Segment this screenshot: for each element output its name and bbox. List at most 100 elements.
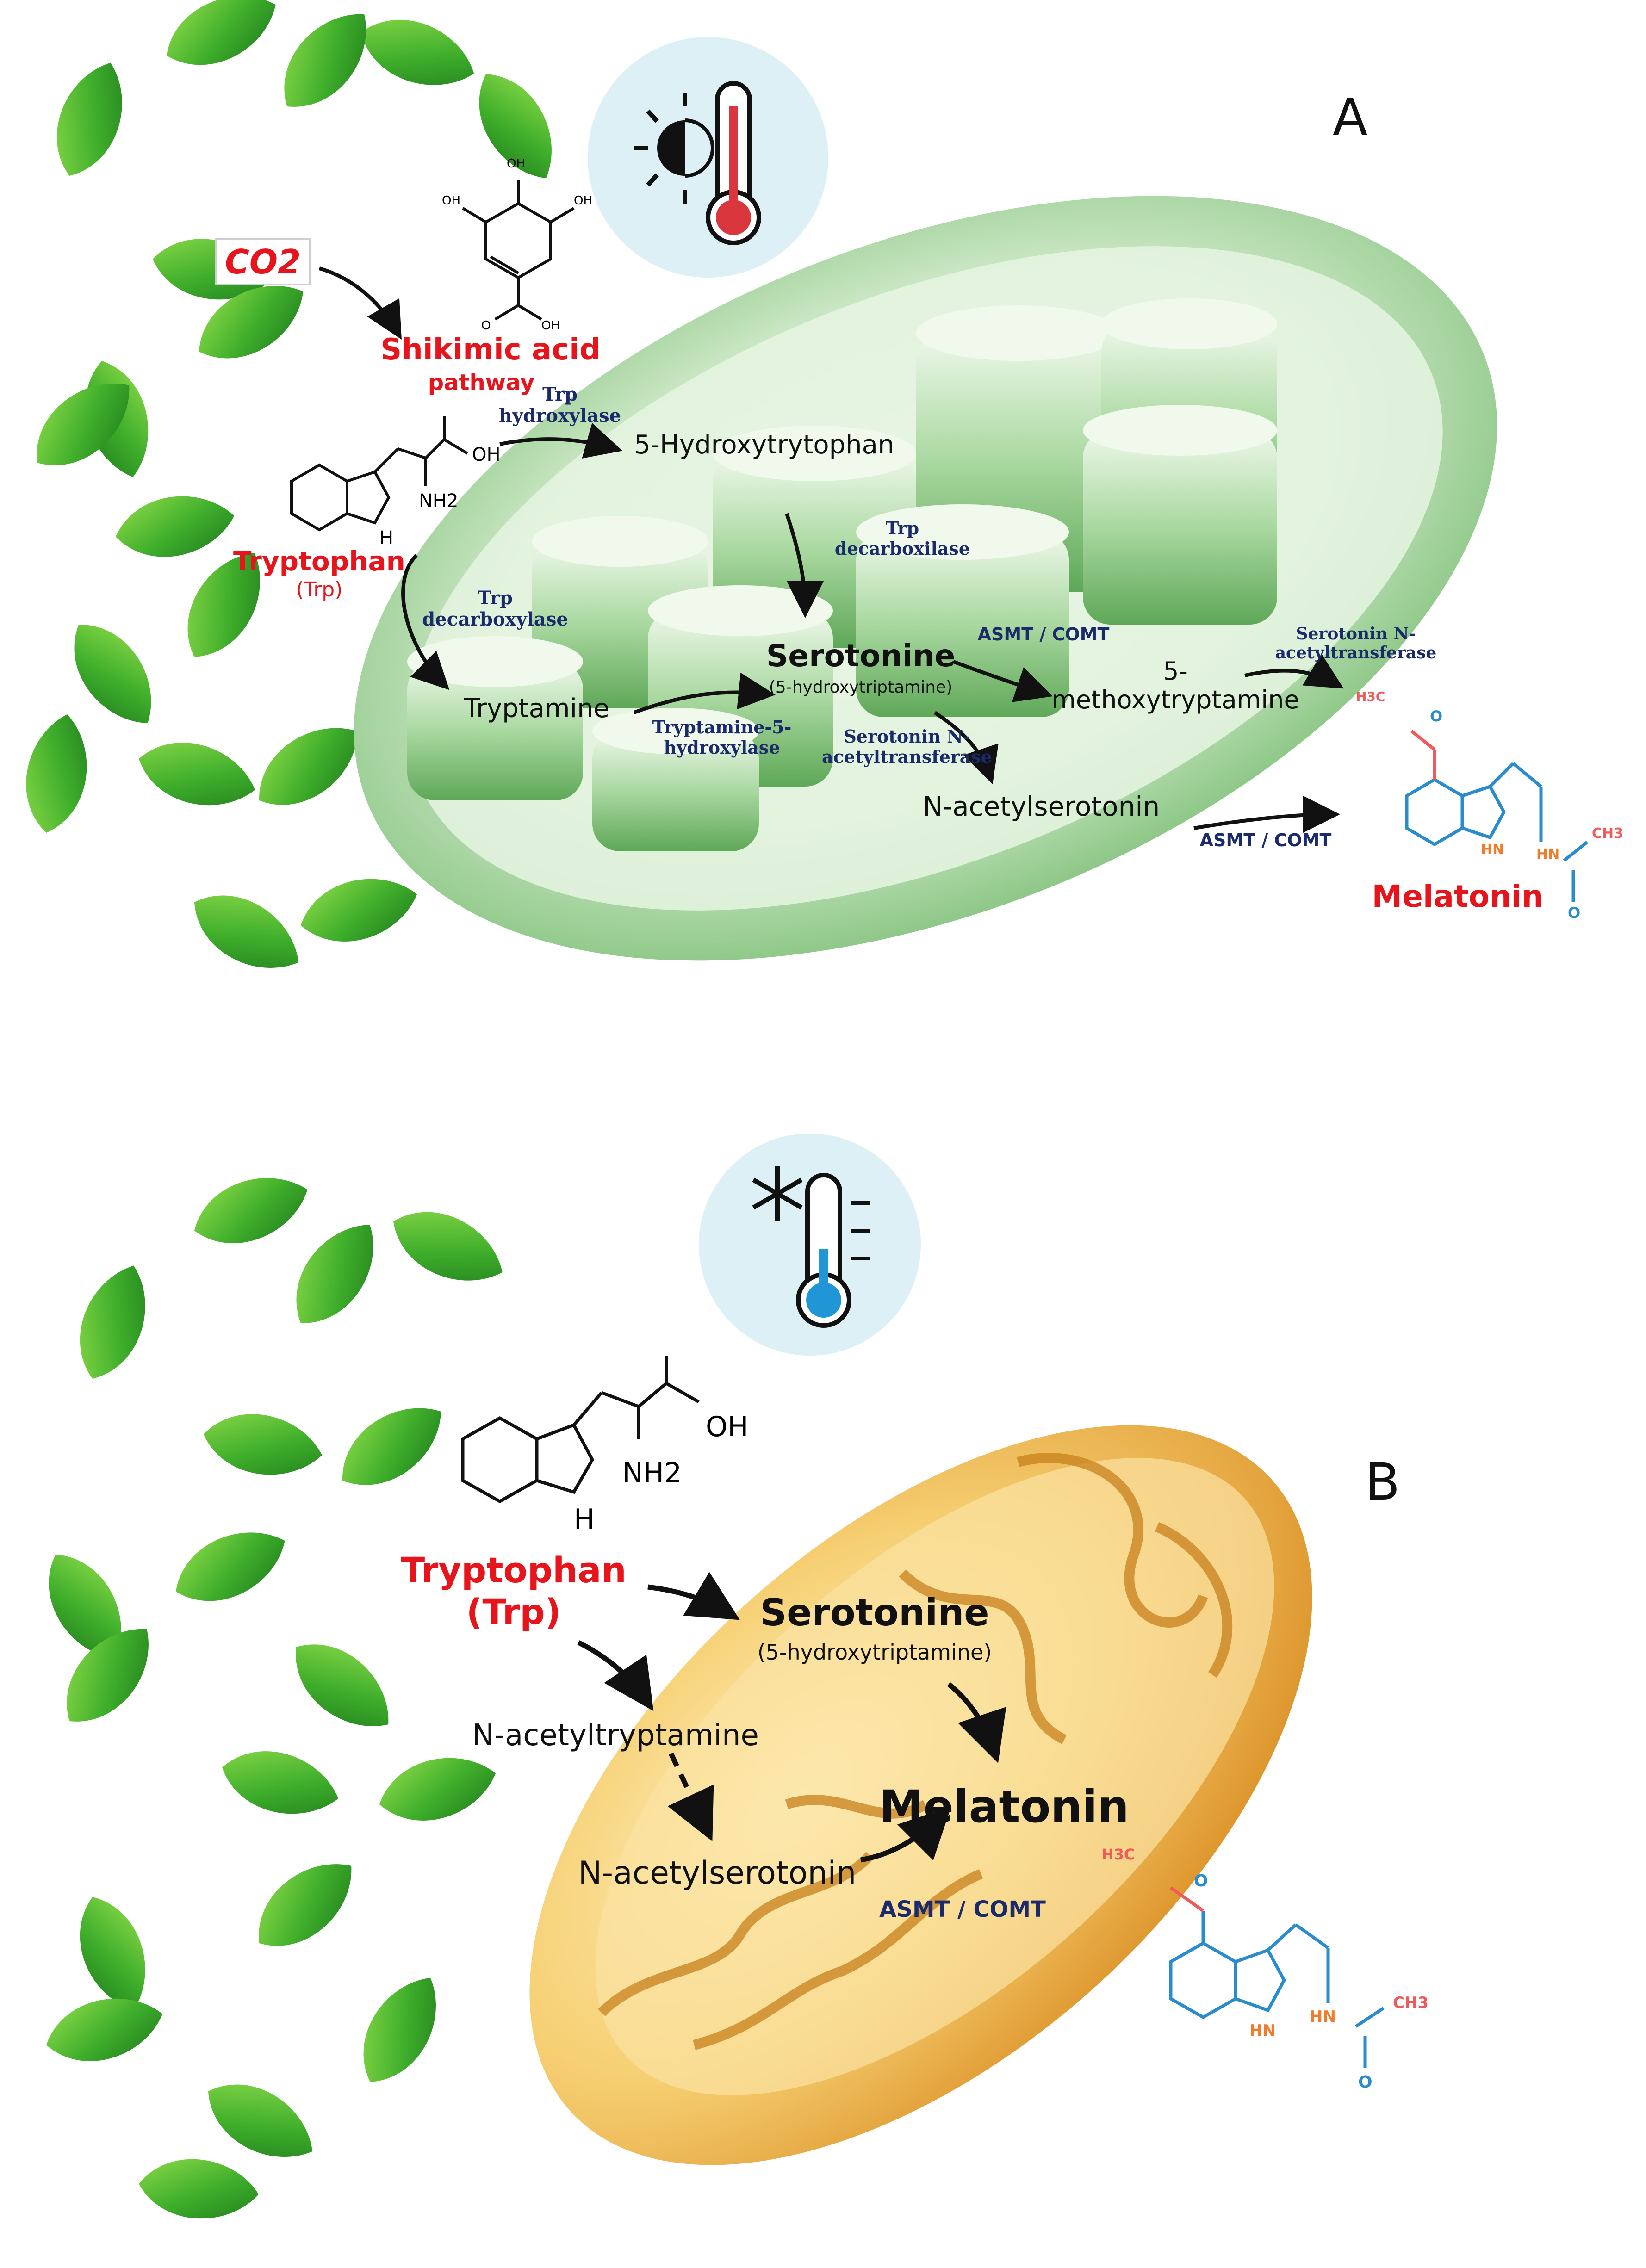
mel-b-hn-ring: HN (1249, 2021, 1276, 2040)
trp-decarboxilase-label: Trp decarboxilase (835, 518, 970, 558)
cristae (598, 1453, 1233, 2050)
hydroxytryptophan-label: 5-Hydroxytrytophan (634, 430, 894, 460)
melatonin-molecule-b (1169, 1886, 1385, 2068)
tryptamine-hydroxylase-line-2: hydroxylase (664, 737, 780, 758)
tryptamine-label: Tryptamine (464, 694, 610, 724)
leaf-icon (379, 1758, 496, 1821)
trp-hydroxylase-label: Trp hydroxylase (499, 384, 621, 427)
pathway-label: pathway (428, 370, 535, 396)
leaves-panel-b (46, 1178, 503, 2219)
shikimic-acid-molecule (462, 180, 575, 321)
leaf-icon (361, 20, 474, 85)
shikimic-oh-2: OH (442, 194, 461, 208)
leaf-icon (67, 1629, 149, 1722)
mel-a-o: O (1430, 707, 1443, 725)
shikimic-oh-1: OH (507, 157, 526, 171)
leaf-icon (74, 624, 151, 723)
serotonin-nat-2-line-1: Serotonin N- (844, 726, 970, 747)
serotonine-sub-b: (5-hydroxytriptamine) (757, 1640, 992, 1665)
mel-a-hn: HN (1536, 846, 1560, 862)
serotonin-nat-1-line-1: Serotonin N- (1296, 624, 1416, 644)
leaf-icon (479, 74, 552, 179)
trp-decarboxilase-line-1: Trp (885, 518, 919, 539)
trp-hydroxylase-line-1: Trp (542, 384, 578, 405)
shikimic-oh-4: OH (541, 319, 560, 333)
heat-badge (588, 37, 828, 278)
leaf-icon (296, 1225, 373, 1324)
serotonine-label-a: Serotonine (766, 638, 956, 674)
tryptophan-abbr-a: (Trp) (296, 578, 343, 601)
melatonin-molecule-a (1405, 730, 1589, 902)
leaf-icon (187, 552, 260, 657)
trp-decarboxylase-line-1: Trp (478, 587, 513, 609)
leaf-icon (167, 0, 276, 65)
serotonine-label-b: Serotonine (760, 1591, 989, 1634)
leaf-icon (363, 1977, 436, 2082)
mel-b-hn: HN (1310, 2008, 1336, 2026)
tryptophan-label-a: Tryptophan (233, 545, 405, 577)
mitochondrion (529, 1425, 1312, 2165)
leaf-icon (80, 1897, 145, 2010)
mel-a-hn-ring: HN (1481, 842, 1504, 858)
leaf-icon (116, 496, 235, 557)
leaf-icon (139, 2159, 259, 2219)
cold-badge (699, 1134, 921, 1356)
shikimic-oh-3: OH (574, 194, 593, 208)
leaves-panel-a (26, 0, 552, 968)
trp-a-oh: OH (472, 444, 501, 465)
mel-a-ch3: CH3 (1592, 825, 1623, 842)
leaf-icon (208, 2084, 313, 2157)
leaf-icon (37, 384, 130, 465)
methoxytryptamine-line-1: 5- (1163, 657, 1188, 686)
n-acetylserotonin-label-b: N-acetylserotonin (578, 1855, 857, 1891)
n-acetylserotonin-label-a: N-acetylserotonin (922, 791, 1160, 822)
tryptophan-molecule-b (461, 1356, 700, 1504)
serotonin-nat-1-line-2: acetyltransferase (1275, 643, 1437, 663)
thermometer-hot-icon (706, 81, 761, 245)
mel-b-h3c: H3C (1101, 1846, 1135, 1863)
granum-stack (592, 708, 759, 851)
leaf-icon (222, 1751, 339, 1814)
serotonin-nat-label-1: Serotonin N- acetyltransferase (1275, 624, 1437, 663)
n-acetyltryptamine-label: N-acetyltryptamine (472, 1718, 759, 1753)
mel-a-h3c: H3C (1356, 689, 1385, 704)
thermometer-cold-icon (796, 1173, 870, 1328)
shikimic-acid-label: Shikimic acid (380, 333, 601, 367)
leaf-icon (139, 743, 255, 806)
trp-a-nh2: NH2 (419, 490, 459, 512)
trp-b-nh2: NH2 (622, 1457, 682, 1489)
mel-b-o2: O (1358, 2073, 1373, 2092)
panel-a-letter: A (1333, 87, 1368, 147)
leaf-icon (46, 1998, 163, 2061)
serotonin-nat-2-line-2: acetyltransferase (822, 746, 992, 767)
tryptophan-label-b: Tryptophan (401, 1549, 627, 1591)
trp-b-oh: OH (706, 1411, 749, 1443)
sun-icon (634, 93, 714, 204)
mel-b-o: O (1194, 1871, 1208, 1890)
leaf-icon (296, 1644, 389, 1726)
methoxytryptamine-line-2: methoxytryptamine (1051, 685, 1299, 715)
panel-b-letter: B (1365, 1452, 1400, 1512)
melatonin-label-b: Melatonin (879, 1781, 1129, 1833)
leaf-icon (259, 1864, 352, 1946)
asmt-comt-label-1: ASMT / COMT (977, 624, 1110, 644)
tryptamine-hydroxylase-label: Tryptamine-5- hydroxylase (652, 717, 792, 757)
tryptophan-molecule-a (290, 416, 468, 532)
arrows-panel-b (577, 1572, 1006, 1863)
trp-b-h: H (574, 1503, 595, 1536)
leaf-icon (342, 1408, 441, 1485)
leaf-icon (176, 1532, 285, 1601)
asmt-comt-label-2: ASMT / COMT (1199, 830, 1332, 850)
leaf-icon (26, 714, 87, 833)
arrows-panel-a (318, 266, 1344, 833)
co2-label: CO2 (215, 238, 311, 285)
asmt-comt-label-b: ASMT / COMT (879, 1896, 1046, 1922)
tryptophan-abbr-b: (Trp) (466, 1591, 561, 1632)
shikimic-o: O (481, 319, 491, 333)
trp-decarboxilase-line-2: decarboxilase (834, 538, 970, 559)
snowflake-icon (752, 1166, 803, 1221)
leaf-icon (393, 1212, 503, 1281)
trp-decarboxylase-line-2: decarboxylase (422, 608, 568, 630)
leaf-icon (80, 1265, 145, 1379)
tryptamine-hydroxylase-line-1: Tryptamine-5- (652, 717, 792, 737)
